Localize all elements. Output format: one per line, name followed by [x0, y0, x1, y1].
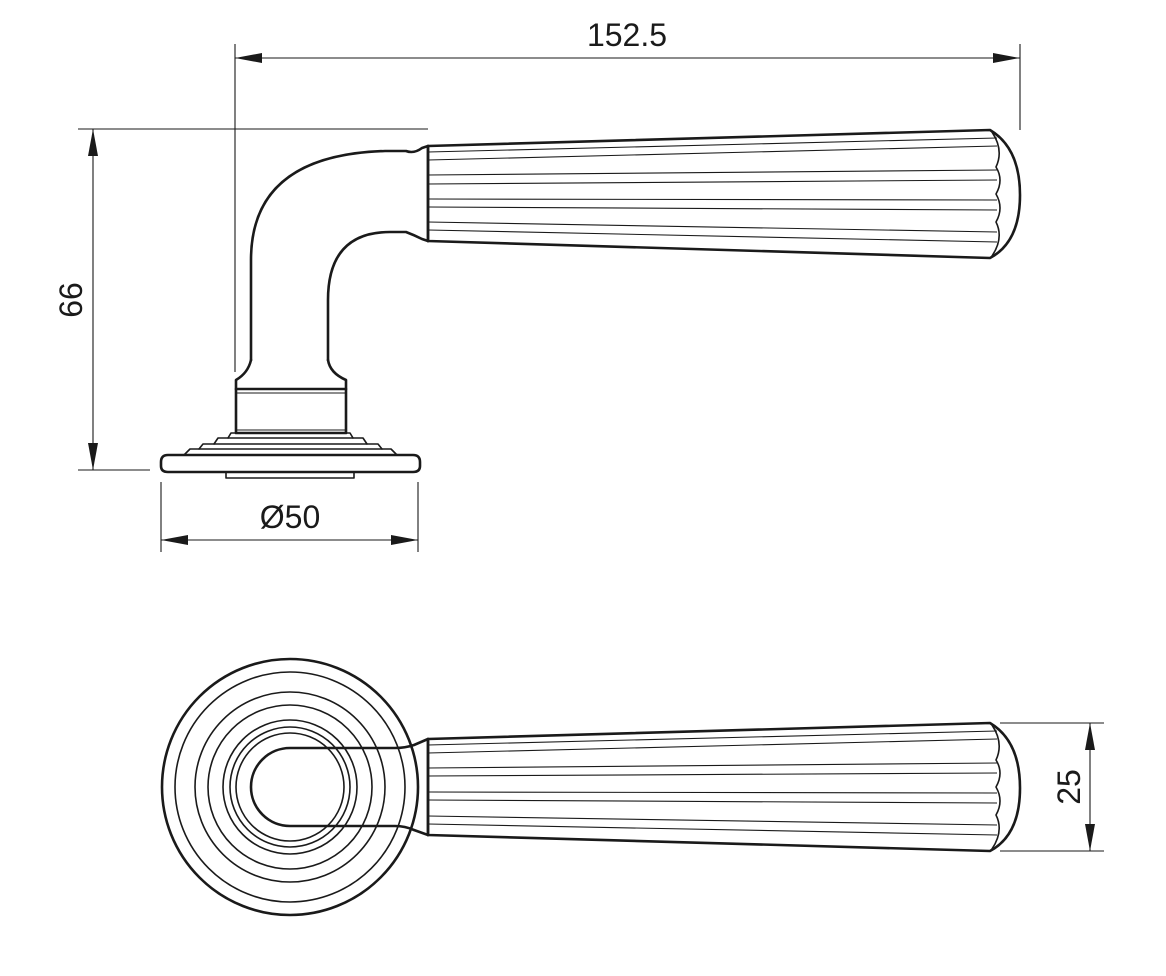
side-shank [249, 144, 430, 362]
side-collar [234, 358, 348, 435]
dimension-lever-width-label: 25 [1051, 769, 1087, 805]
dimension-lever-width [1000, 722, 1104, 852]
top-lever [426, 721, 1022, 853]
dimension-rose-diameter-label: Ø50 [260, 499, 320, 535]
side-lever [426, 128, 1022, 260]
side-shank-inner [326, 230, 430, 362]
top-shank [249, 737, 430, 837]
top-view: 25 [160, 657, 1104, 917]
dimension-height [78, 128, 428, 471]
dimension-rose-diameter [160, 482, 419, 552]
dimension-height-label: 66 [53, 282, 89, 318]
dimension-overall-length [234, 44, 1021, 372]
side-rose [159, 432, 422, 479]
top-rose [160, 657, 420, 917]
dimension-overall-length-label: 152.5 [587, 17, 667, 53]
side-view: 152.5 66 Ø50 [53, 17, 1022, 552]
